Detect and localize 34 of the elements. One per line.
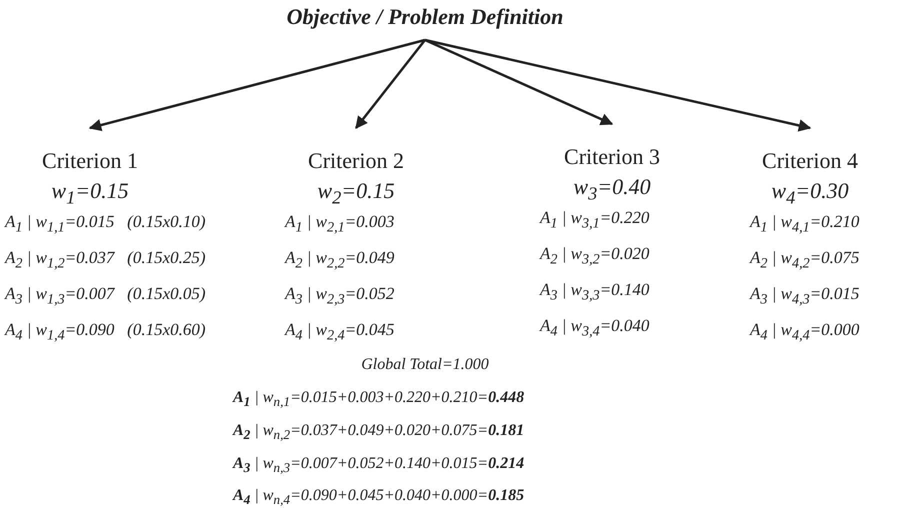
weight-formula: w$_{4}$=0.30 <box>771 178 849 208</box>
total-formula: A$_{2}$ | w$_{n,2}$=0.037+0.049+0.020+0.075=0.181 <box>233 422 524 442</box>
score-row: A$_{2}$ | w$_{1,2}$=0.037 (0.15x0.25) <box>5 248 206 272</box>
arrow <box>424 38 614 126</box>
arrow <box>424 38 812 132</box>
total-formula: A$_{1}$ | w$_{n,1}$=0.015+0.003+0.220+0.210=0.448 <box>233 389 524 410</box>
total-formula: A$_{4}$ | w$_{n,4}$=0.090+0.045+0.040+0.000=0.185 <box>233 487 524 508</box>
score-row: A$_{1}$ | w$_{2,1}$=0.003 <box>285 212 394 236</box>
score-row: A$_{4}$ | w$_{2,4}$=0.045 <box>285 320 394 344</box>
criterion-heading: Criterion 2 <box>308 148 404 174</box>
weight-formula: w$_{2}$=0.15 <box>317 178 395 208</box>
criterion-heading: Criterion 4 <box>762 148 858 174</box>
score-row: A$_{2}$ | w$_{4,2}$=0.075 <box>750 248 860 272</box>
score-row: A$_{4}$ | w$_{1,4}$=0.090 (0.15x0.60) <box>5 320 206 344</box>
score-row: A$_{1}$ | w$_{4,1}$=0.210 <box>750 212 860 236</box>
score-row: A$_{4}$ | w$_{4,4}$=0.000 <box>750 320 860 344</box>
score-row: A$_{1}$ | w$_{1,1}$=0.015 (0.15x0.10) <box>5 212 206 236</box>
weight-formula: w$_{3}$=0.40 <box>573 174 651 204</box>
score-row: A$_{3}$ | w$_{2,3}$=0.052 <box>285 284 394 308</box>
score-row: A$_{4}$ | w$_{3,4}$=0.040 <box>540 316 650 340</box>
score-row: A$_{2}$ | w$_{2,2}$=0.049 <box>285 248 394 272</box>
weight-formula: w$_{1}$=0.15 <box>51 178 129 208</box>
total-formula: A$_{3}$ | w$_{n,3}$=0.007+0.052+0.140+0.015=0.214 <box>233 455 524 476</box>
score-row: A$_{1}$ | w$_{3,1}$=0.220 <box>540 208 650 232</box>
arrow <box>355 39 426 129</box>
objective-title: Objective / Problem Definition <box>286 4 564 30</box>
criterion-heading: Criterion 1 <box>42 148 138 174</box>
score-row: A$_{3}$ | w$_{1,3}$=0.007 (0.15x0.05) <box>5 284 206 308</box>
arrow <box>88 38 426 132</box>
score-row: A$_{3}$ | w$_{4,3}$=0.015 <box>750 284 860 308</box>
score-row: A$_{2}$ | w$_{3,2}$=0.020 <box>540 244 650 268</box>
score-row: A$_{3}$ | w$_{3,3}$=0.140 <box>540 280 650 304</box>
total-note: Global Total=1.000 <box>361 356 489 374</box>
criterion-heading: Criterion 3 <box>564 144 660 170</box>
